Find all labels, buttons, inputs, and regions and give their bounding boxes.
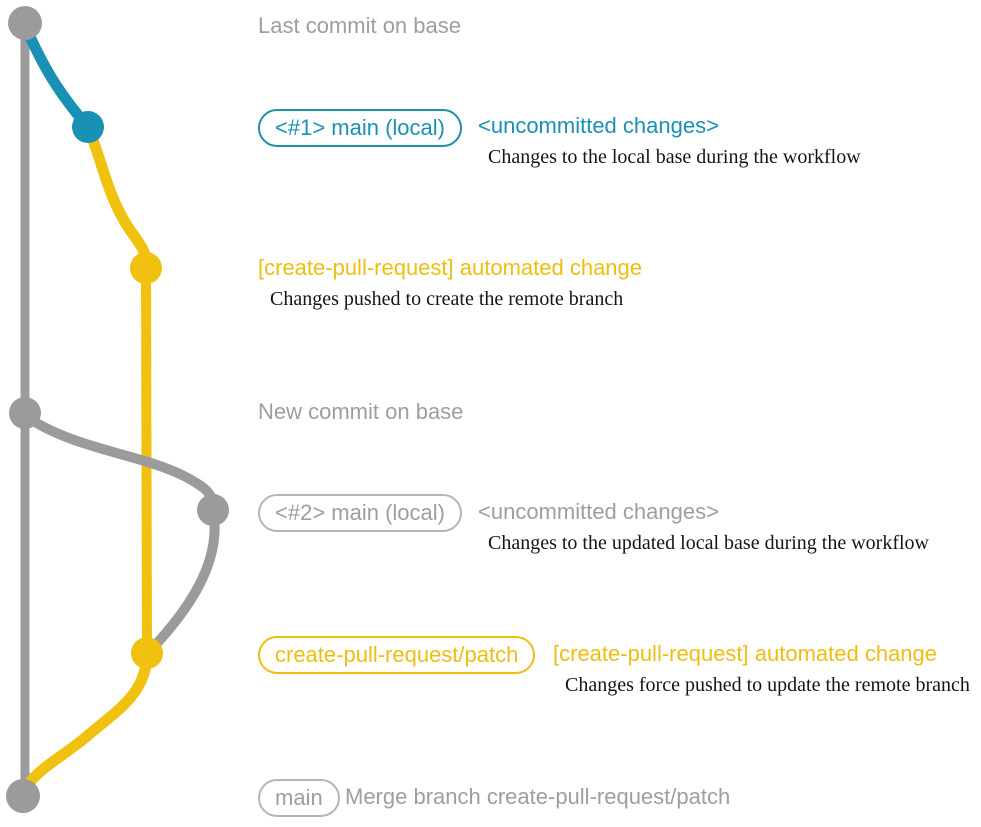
new-commit-label: New commit on base (258, 399, 464, 424)
base-update-curve-2 (143, 505, 220, 658)
badge-main: main (258, 779, 340, 817)
commit-node-automated-change-1 (130, 252, 162, 284)
commit-node-local-uncommitted-2 (197, 494, 229, 526)
local-main-branch-curve (20, 22, 94, 133)
automated-change-desc-1: Changes pushed to create the remote bran… (270, 288, 624, 310)
commit-node-new-commit-on-base (9, 397, 41, 429)
badge-main-local-2: <#2> main (local) (258, 494, 462, 532)
badge-patch-branch: create-pull-request/patch (258, 636, 536, 674)
commit-node-automated-change-2 (131, 637, 163, 669)
uncommitted-changes-desc-1: Changes to the local base during the wor… (488, 146, 861, 168)
patch-branch-curve-top (82, 121, 152, 274)
uncommitted-changes-label-1: <uncommitted changes> (478, 113, 719, 138)
commit-node-local-uncommitted-1 (72, 111, 104, 143)
automated-change-title-1: [create-pull-request] automated change (258, 255, 643, 280)
uncommitted-changes-desc-2: Changes to the updated local base during… (488, 532, 929, 554)
last-commit-label: Last commit on base (258, 13, 461, 38)
merge-commit-label: Merge branch create-pull-request/patch (345, 784, 731, 809)
patch-branch-merge-curve (17, 647, 153, 798)
automated-change-title-2: [create-pull-request] automated change (553, 641, 938, 666)
badge-main-local-1: <#1> main (local) (258, 109, 462, 147)
base-update-curve-1 (22, 412, 218, 515)
automated-change-desc-2: Changes force pushed to update the remot… (565, 674, 970, 696)
commit-node-merge-commit (6, 779, 40, 813)
commit-node-last-commit-on-base (8, 6, 42, 40)
uncommitted-changes-label-2: <uncommitted changes> (478, 499, 719, 524)
